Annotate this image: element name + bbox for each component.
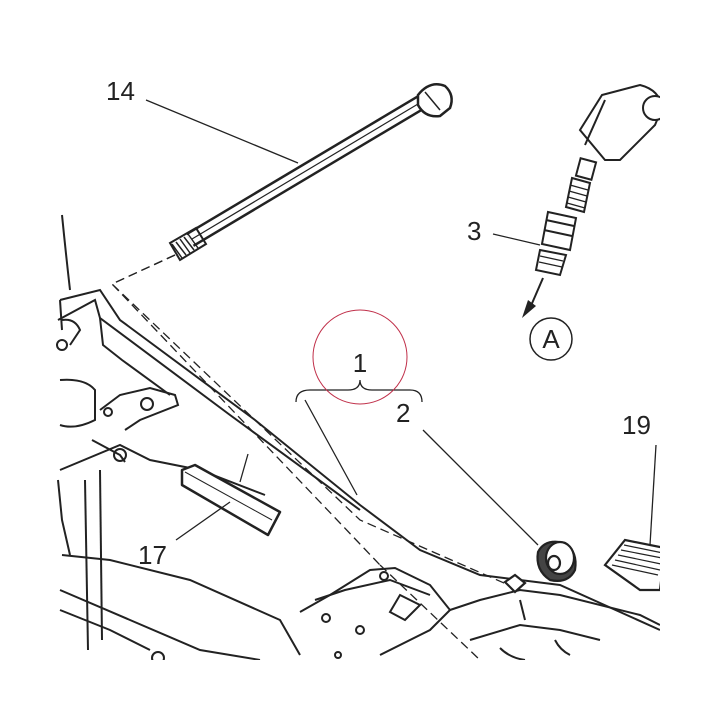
callout-1: 1 (353, 348, 367, 378)
right-margin (660, 0, 720, 720)
bottom-margin (0, 660, 720, 720)
callout-19: 19 (622, 410, 651, 440)
callout-2: 2 (396, 398, 410, 428)
spark-plug-3 (534, 83, 668, 277)
callout-a-circle (529, 317, 573, 361)
callout-14: 14 (106, 76, 135, 106)
pedal-19 (603, 538, 667, 592)
frame-body (57, 214, 661, 661)
callout-3: 3 (467, 216, 481, 246)
assembly-lines (110, 254, 521, 661)
bushing-2 (503, 540, 577, 594)
frame-holes (151, 571, 389, 665)
callout-A: A (542, 324, 560, 354)
highlight-circle (312, 309, 408, 405)
leader-lines (145, 99, 657, 546)
bracket-plate (56, 318, 180, 463)
arrow-a (522, 277, 544, 318)
bolt-14 (168, 83, 453, 262)
label-plate (180, 463, 282, 537)
callout-17: 17 (138, 540, 167, 570)
